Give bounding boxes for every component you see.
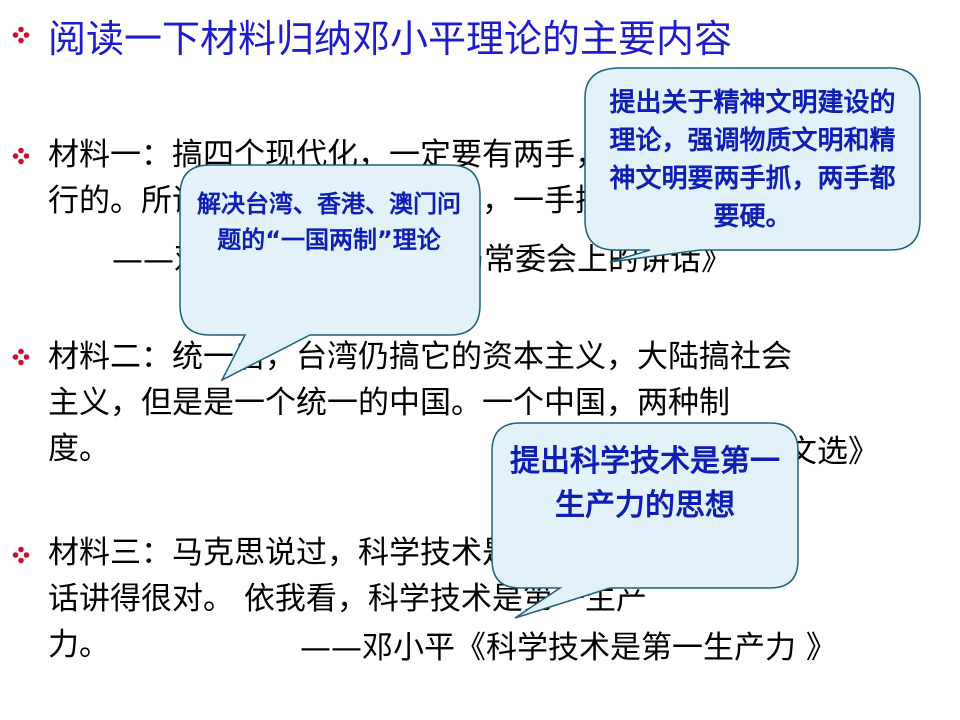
- material-2-line-2: 主义，但是是一个统一的中国。一个中国，两种制: [48, 385, 730, 421]
- material-2-line-1: 材料二：统一后，台湾仍搞它的资本主义，大陆搞社会: [48, 339, 792, 375]
- callout-science-text: 提出科学技术是第一生产力的思想: [510, 444, 780, 523]
- bullet-icon: [12, 348, 30, 366]
- material-2-line-3: 度。: [48, 431, 110, 467]
- material-3-source: ——邓小平《科学技术是第一生产力 》: [300, 630, 837, 666]
- callout-spiritual-text: 提出关于精神文明建设的理论，强调物质文明和精神文明要两手抓，两手都要硬。: [609, 88, 896, 232]
- material-3-line-1: 材料三：马克思说过，科学技术是生产力，事实证明这: [48, 535, 792, 571]
- material-3-line-2: 话讲得很对。 依我看，科学技术是第一生产: [48, 581, 647, 617]
- callout-one-country-text: 解决台湾、香港、澳门问题的“一国两制”理论: [197, 190, 461, 254]
- slide-title: 阅读一下材料归纳邓小平理论的主要内容: [48, 17, 733, 61]
- bullet-icon: [12, 147, 30, 165]
- material-3-line-3: 力。: [48, 627, 110, 663]
- bullet-icon: [12, 546, 30, 564]
- bullet-icon: [12, 26, 30, 44]
